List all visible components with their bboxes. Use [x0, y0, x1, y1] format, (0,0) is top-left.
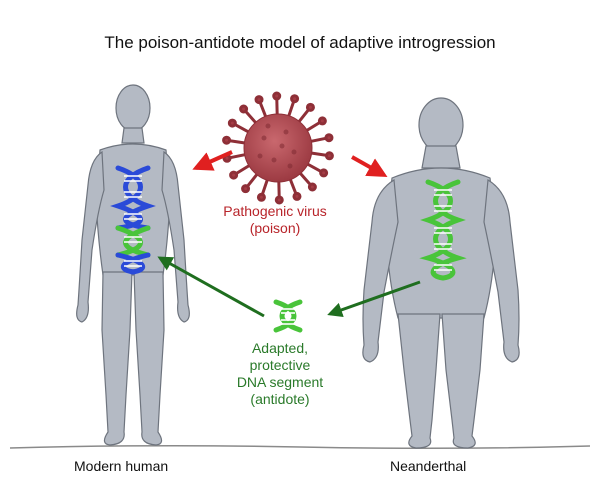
neanderthal-label: Neanderthal [390, 458, 467, 474]
modern-human-label: Modern human [74, 458, 169, 474]
virus-texture-dot [279, 143, 285, 149]
human-head [115, 84, 151, 132]
human-left-leg [101, 271, 133, 446]
neanderthal-left-leg [397, 313, 441, 449]
virus-spike-tip [239, 104, 249, 114]
virus-spike-tip [317, 116, 327, 126]
virus-spike-tip [307, 182, 317, 192]
antidote-caption-line2: protective [249, 357, 311, 373]
neanderthal-right-arm [483, 178, 520, 363]
human-right-leg [133, 271, 165, 446]
virus-spike-tip [256, 192, 266, 202]
human-dna-blue-top [110, 165, 143, 231]
virus-spike-tip [324, 133, 334, 143]
virus-spike-tip [305, 102, 315, 112]
virus-texture-dot [257, 153, 263, 159]
virus-spike-tip [272, 91, 282, 101]
neanderthal-head [418, 97, 464, 153]
virus-spike-tip [227, 118, 237, 128]
human-dna-helix [110, 165, 156, 275]
virus-caption-line2: (poison) [249, 220, 301, 236]
neanderthal-right-leg [441, 313, 485, 449]
modern-human-figure [76, 84, 190, 446]
virus-spike-tip [324, 151, 334, 161]
antidote-dna-icon [273, 299, 303, 333]
virus-spike-tip [254, 95, 264, 105]
virus-caption-line1: Pathogenic virus [223, 203, 327, 219]
virus-icon [222, 91, 334, 205]
virus-spike-tip [222, 135, 232, 145]
virus-spike-tip [319, 168, 329, 178]
neanderthal-dna-rungs [434, 189, 452, 271]
antidote-caption: Adapted, protective DNA segment (antidot… [225, 340, 335, 408]
green-arrow-to-human [157, 256, 265, 318]
human-dna-rungs [124, 175, 142, 267]
neanderthal-left-arm [362, 178, 399, 363]
antidote-caption-line3: DNA segment [236, 374, 324, 390]
virus-caption: Pathogenic virus (poison) [205, 203, 345, 237]
red-arrow-to-human [192, 150, 233, 171]
neanderthal-dna-helix [419, 179, 467, 281]
red-arrow-to-neanderthal [351, 155, 388, 177]
virus-spike-tip [290, 94, 300, 104]
virus-texture-dot [265, 123, 271, 129]
virus-texture-dot [283, 129, 289, 135]
virus-spike-tip [229, 170, 239, 180]
virus-texture-dot [291, 149, 297, 155]
virus-texture-dot [287, 163, 293, 169]
human-right-arm [161, 150, 190, 323]
green-arrow-to-antidote [327, 280, 421, 318]
neanderthal-torso [385, 167, 497, 319]
neanderthal-figure [362, 97, 520, 449]
antidote-caption-line4: (antidote) [250, 391, 310, 407]
virus-spike-tip [292, 191, 302, 201]
human-dna-blue-top-b [123, 165, 156, 231]
virus-texture-dot [271, 157, 277, 163]
human-neck [121, 127, 145, 144]
virus-texture-dot [261, 135, 267, 141]
ground-line [9, 444, 591, 450]
human-dna-blue-bottom-b [120, 252, 151, 275]
virus-body [243, 113, 313, 183]
antidote-caption-line1: Adapted, [251, 340, 309, 356]
human-left-arm [76, 150, 105, 323]
neanderthal-neck [421, 145, 461, 169]
virus-spike-tip [241, 184, 251, 194]
virus-spike-tip [274, 195, 284, 205]
diagram-title: The poison-antidote model of adaptive in… [104, 33, 496, 52]
